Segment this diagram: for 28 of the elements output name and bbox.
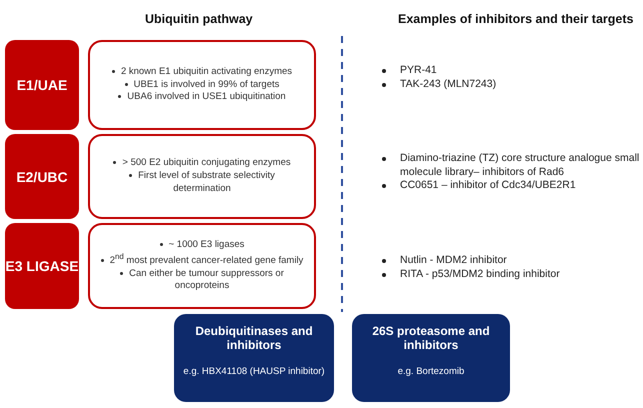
bullet-text: Nutlin - MDM2 inhibitor (400, 254, 507, 266)
column-heading: Ubiquitin pathway (145, 12, 253, 26)
stage-label-box: E3 LIGASE (5, 223, 79, 309)
example-text: e.g. Bortezomib (398, 366, 464, 377)
bullet-text: ~ 1000 E3 ligases (168, 238, 244, 250)
bullet-text: RITA - p53/MDM2 binding inhibitor (400, 268, 560, 280)
bullet-text: UBA6 involved in USE1 ubiquitination (127, 91, 286, 102)
description-box (88, 134, 316, 219)
bullet-text: PYR-41 (400, 64, 437, 76)
example-text: e.g. HBX41108 (HAUSP inhibitor) (183, 366, 325, 377)
bullet-text: 2$^{nd}$ most prevalent cancer-related gene family (110, 254, 304, 266)
box-heading: 26S proteasome and inhibitors (371, 324, 491, 352)
bullet-text: 2 known E1 ubiquitin activating enzymes (120, 66, 292, 77)
stage-label-box: E1/UAE (5, 40, 79, 130)
info-box (352, 314, 510, 402)
column-heading: Examples of inhibitors and their targets (398, 12, 634, 26)
bullet-text: First level of substrate selectivity determination (138, 170, 275, 194)
bullet-text: > 500 E2 ubiquitin conjugating enzymes (122, 157, 291, 168)
box-heading: Deubiquitinases and inhibitors (194, 324, 314, 352)
description-box (88, 40, 316, 130)
stage-label-box: E2/UBC (5, 134, 79, 219)
bullet-text: Diamino-triazine (TZ) core structure analogue small molecule library– inhibitors of Rad6 (400, 152, 640, 178)
info-box (174, 314, 334, 402)
bullet-text: CC0651 – inhibitor of Cdc34/UBE2R1 (400, 179, 576, 192)
bullet-text: Can either be tumour suppressors or oncoproteins (129, 268, 284, 292)
bullet-text: TAK-243 (MLN7243) (400, 78, 496, 90)
bullet-text: UBE1 is involved in 99% of targets (134, 78, 280, 90)
description-box (88, 223, 316, 309)
